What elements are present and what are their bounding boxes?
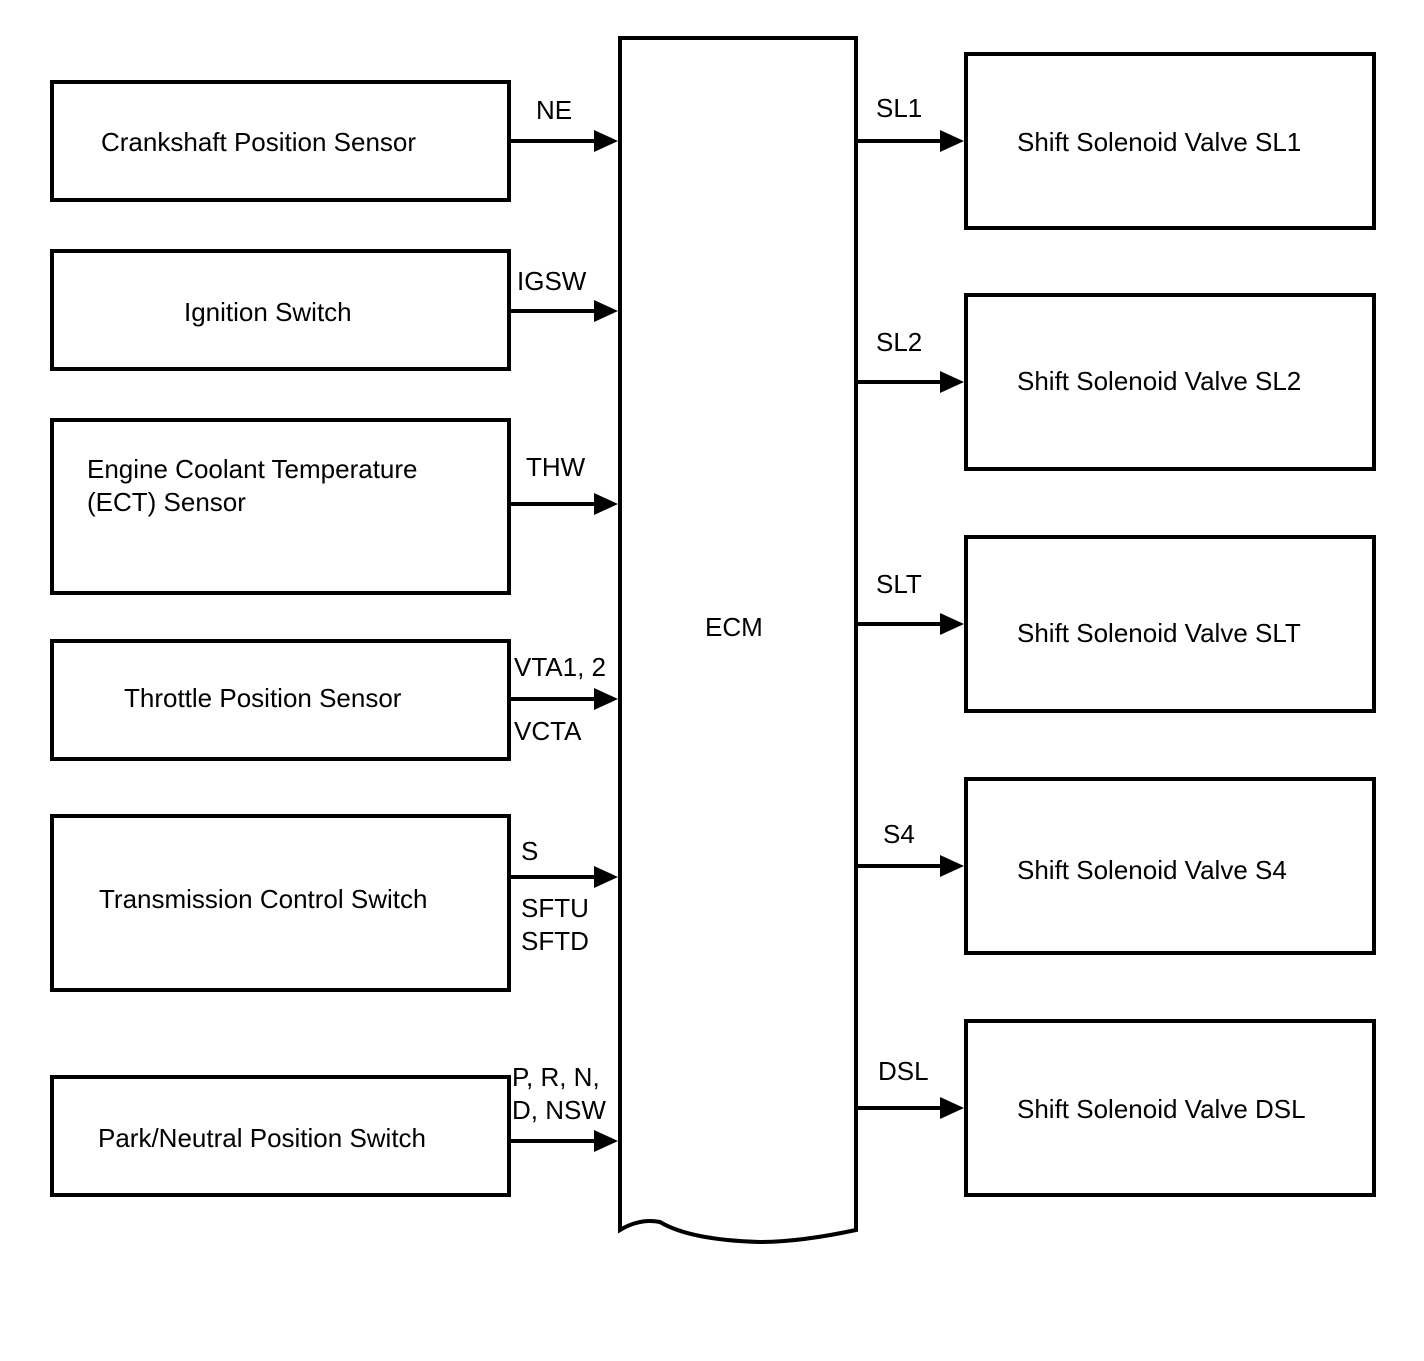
box-label: Shift Solenoid Valve S4 [1017, 855, 1287, 885]
signal-s4: S4 [883, 819, 915, 849]
signal-dsl: DSL [878, 1056, 929, 1086]
arrowhead-dsl [940, 1097, 964, 1119]
signal-igsw: IGSW [517, 266, 587, 296]
signal-vta: VTA1, 2 [514, 652, 607, 682]
park-neutral-position-switch-box: Park/Neutral Position Switch [50, 1075, 511, 1197]
shift-solenoid-valve-s4-box: Shift Solenoid Valve S4 [964, 777, 1376, 955]
box-label: Crankshaft Position Sensor [101, 127, 417, 157]
signal-thw: THW [526, 452, 586, 482]
arrowhead-s4 [940, 855, 964, 877]
output-connectors [856, 130, 964, 1119]
box-label: Shift Solenoid Valve SLT [1017, 618, 1301, 648]
crankshaft-position-sensor-box: Crankshaft Position Sensor [50, 80, 511, 202]
box-label-line2: (ECT) Sensor [87, 487, 246, 517]
shift-solenoid-valve-dsl-box: Shift Solenoid Valve DSL [964, 1019, 1376, 1197]
box-label: Transmission Control Switch [99, 884, 428, 914]
signal-slt: SLT [876, 569, 922, 599]
ecm-block [618, 36, 858, 1245]
shift-solenoid-valve-sl2-box: Shift Solenoid Valve SL2 [964, 293, 1376, 471]
transmission-control-switch-box: Transmission Control Switch [50, 814, 511, 992]
input-connectors [510, 130, 618, 1152]
box-label: Throttle Position Sensor [124, 683, 402, 713]
box-label: Shift Solenoid Valve DSL [1017, 1094, 1306, 1124]
box-label: Shift Solenoid Valve SL2 [1017, 366, 1302, 396]
ecm-label: ECM [705, 612, 763, 642]
box-label-line1: Engine Coolant Temperature [87, 454, 418, 484]
arrowhead-sl1 [940, 130, 964, 152]
signal-sftu: SFTU [521, 893, 589, 923]
signal-ne: NE [536, 95, 573, 125]
signal-sftd: SFTD [521, 926, 589, 956]
arrowhead-s [594, 866, 618, 888]
box-label: Park/Neutral Position Switch [98, 1123, 427, 1153]
ect-sensor-box: Engine Coolant Temperature (ECT) Sensor [50, 418, 511, 595]
signal-sl1: SL1 [876, 93, 923, 123]
arrowhead-igsw [594, 300, 618, 322]
arrowhead-nsw [594, 1130, 618, 1152]
arrowhead-ne [594, 130, 618, 152]
signal-prn: P, R, N, [512, 1062, 600, 1092]
shift-solenoid-valve-slt-box: Shift Solenoid Valve SLT [964, 535, 1376, 713]
arrowhead-slt [940, 613, 964, 635]
ignition-switch-box: Ignition Switch [50, 249, 511, 371]
signal-sl2: SL2 [876, 327, 923, 357]
box-label: Ignition Switch [184, 297, 352, 327]
arrowhead-thw [594, 493, 618, 515]
arrowhead-sl2 [940, 371, 964, 393]
signal-s: S [521, 836, 539, 866]
shift-solenoid-valve-sl1-box: Shift Solenoid Valve SL1 [964, 52, 1376, 230]
signal-dnsw: D, NSW [512, 1095, 606, 1125]
arrowhead-vta [594, 688, 618, 710]
throttle-position-sensor-box: Throttle Position Sensor [50, 639, 511, 761]
box-label: Shift Solenoid Valve SL1 [1017, 127, 1302, 157]
signal-vcta: VCTA [514, 716, 582, 746]
